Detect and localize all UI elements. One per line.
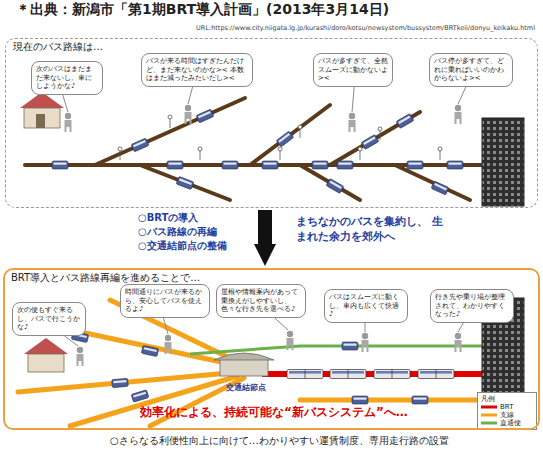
- speech-bubble: バスはスムーズに動くし、車内も広くて快適♪: [324, 289, 408, 323]
- legend-row: 直通便: [481, 419, 521, 427]
- measure-item: ○バス路線の再編: [138, 225, 217, 239]
- legend-title: 凡例: [481, 394, 495, 404]
- speech-bubble: バスが来る時間はすぎたんだけど、まだ来ないのかな>< 本数はまた減ったみたいだし…: [141, 53, 253, 87]
- speech-bubble: 行き先や乗り場が整理されて、わかりやすくなった♪: [430, 289, 514, 323]
- source-title: ＊出典：新潟市「第1期BRT導入計画」(2013年3月14日): [16, 1, 389, 19]
- speech-bubble: 時間通りにバスが来るから、安心してバスを使えるよ♪: [120, 284, 210, 318]
- speech-bubble: 屋根や情報案内があって乗換えがしやすいし、色々な行き先を選べる♪: [216, 284, 306, 318]
- legend-text: 支線: [500, 411, 514, 419]
- bubble-text: 行き先や乗り場が整理されて、わかりやすくなった♪: [435, 293, 509, 319]
- speech-bubble: 次のバスはまだまだ来ないし。車にしようかな♪: [31, 61, 103, 95]
- source-url: URL:https://www.city.niigata.lg.jp/kuras…: [196, 24, 535, 32]
- bubble-text: バスはスムーズに動くし、車内も広くて快適♪: [329, 293, 403, 319]
- bubble-text: バスが来る時間はすぎたんだけど、まだ来ないのかな>< 本数はまた減ったみたいだし…: [146, 57, 248, 83]
- legend-line: [481, 412, 497, 418]
- current-network-panel: 現在のバス路線は… 次のバスはまだまだ来ないし。車にしようかな♪ バスが来る時間はす…: [5, 38, 538, 208]
- slogan: 効率化による、持続可能な“新バスシステム”へ…: [140, 404, 408, 421]
- speech-bubble: バスが多すぎて、全然スムーズに動かないよ><: [313, 53, 393, 87]
- speech-bubble: 次の便もすぐ来るし、バスで行こうかな♪: [12, 302, 86, 336]
- panel-heading: BRT導入とバス路線再編を進めることで…: [11, 271, 532, 285]
- policy-note: まちなかのバスを集約し、 生まれた余力を郊外へ: [296, 214, 446, 244]
- panel-heading: 現在のバス路線は…: [13, 40, 530, 54]
- legend-row: 支線: [481, 411, 514, 419]
- legend-row: BRT: [481, 403, 513, 411]
- speech-bubble: バス停が多すぎて、どれに乗ればいいのかわからないよ><: [429, 53, 513, 87]
- legend-text: 直通便: [500, 419, 521, 427]
- transit-hub: 交通結節点: [214, 352, 278, 398]
- hub-label: 交通結節点: [214, 382, 278, 393]
- bubble-text: バスが多すぎて、全然スムーズに動かないよ><: [318, 57, 388, 83]
- legend-text: BRT: [500, 403, 513, 411]
- measure-item: ○BRTの導入: [138, 211, 198, 225]
- flow-arrow: [258, 210, 272, 244]
- bubble-text: 時間通りにバスが来るから、安心してバスを使えるよ♪: [125, 288, 205, 314]
- bubble-text: バス停が多すぎて、どれに乗ればいいのかわからないよ><: [434, 57, 508, 83]
- bubble-text: 次の便もすぐ来るし、バスで行こうかな♪: [17, 306, 81, 332]
- legend-line: [481, 420, 497, 426]
- bubble-text: 次のバスはまだまだ来ないし。車にしようかな♪: [36, 65, 98, 91]
- future-note: ○さらなる利便性向上に向けて…わかりやすい運賃制度、専用走行路の設置: [110, 434, 449, 448]
- bubble-text: 屋根や情報案内があって乗換えがしやすいし、色々な行き先を選べる♪: [221, 288, 301, 314]
- legend-line: [481, 404, 497, 410]
- measure-item: ○交通結節点の整備: [138, 239, 227, 253]
